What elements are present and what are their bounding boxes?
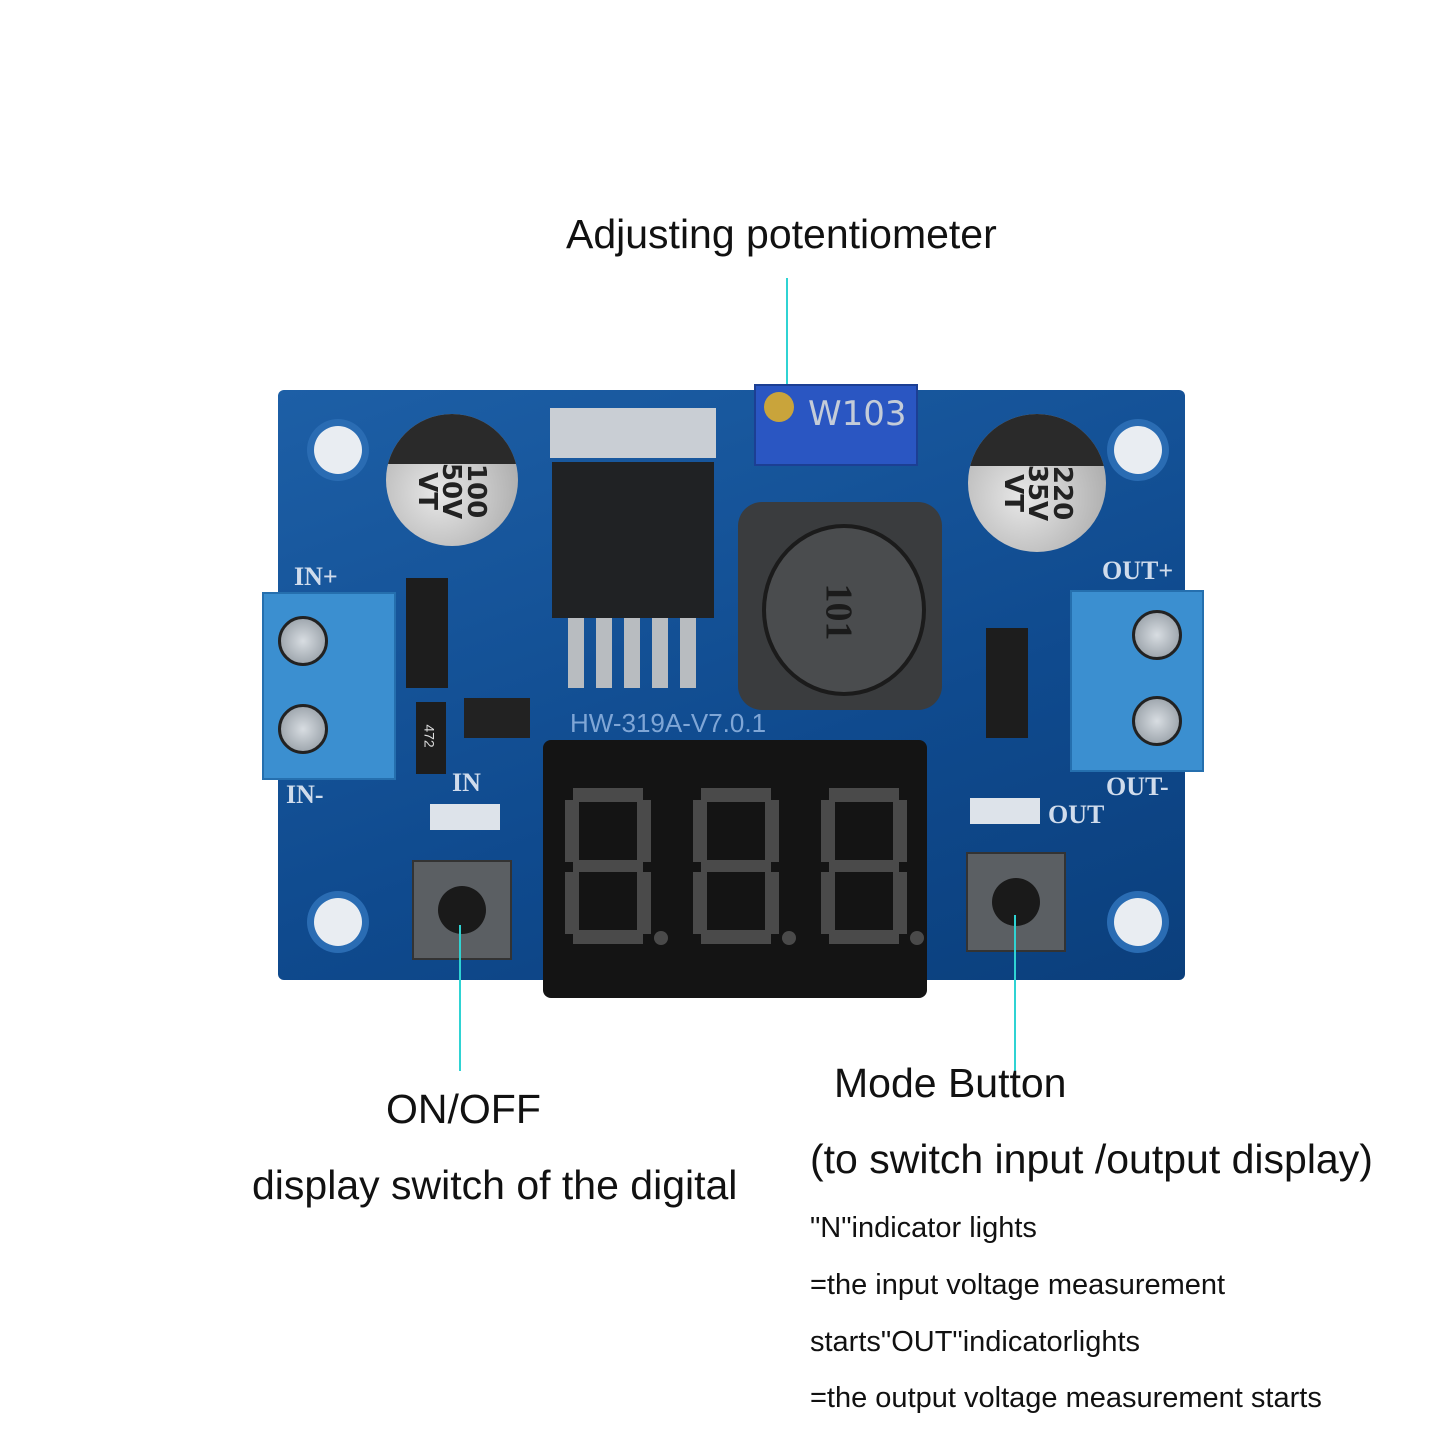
out-plus-label: OUT+ [1102,556,1174,585]
digit-2 [693,788,796,945]
output-capacitor: 220 35V VT [968,414,1106,552]
seven-segment-display [543,740,927,998]
digit-3 [821,788,924,945]
input-diode [406,578,448,688]
input-capacitor-value: 100 [461,463,492,519]
potentiometer-pointer-line [786,278,788,396]
in-indicator-led [430,804,500,830]
output-capacitor-value: 220 [1047,465,1078,521]
potentiometer-label: Adjusting potentiometer [566,211,997,257]
inductor-code: 101 [817,583,860,641]
on-off-button-knob[interactable] [438,886,486,934]
inductor: 101 [738,502,942,710]
output-diode [986,628,1028,738]
display-digits [565,788,924,945]
input-minus-screw[interactable] [278,704,328,754]
regulator-tab [550,408,716,458]
output-capacitor-voltage: 35V [1022,464,1053,522]
output-minus-screw[interactable] [1132,696,1182,746]
pcb-board: 100 50V VT 220 35V VT W103 101 472 [262,384,1204,998]
output-plus-screw[interactable] [1132,610,1182,660]
mode-description: (to switch input /output display) [810,1136,1373,1182]
on-off-pointer-line [459,925,461,1071]
note-line: starts"OUT"indicatorlights [810,1326,1141,1358]
potentiometer-screw-icon[interactable] [764,392,794,422]
on-off-button[interactable] [412,860,512,960]
board-model: HW-319A-V7.0.1 [570,708,767,738]
note-line: =the input voltage measurement [810,1269,1226,1301]
regulator-ic [552,462,714,618]
mount-hole [1114,898,1162,946]
out-indicator-led [970,798,1040,824]
input-terminal-block [262,592,396,780]
input-capacitor: 100 50V VT [386,414,518,546]
input-capacitor-voltage: 50V [436,462,467,520]
transistor [464,698,530,738]
on-off-title: ON/OFF [386,1086,541,1132]
regulator-pins [568,618,698,688]
out-minus-label: OUT- [1106,772,1169,801]
output-terminal-block [1070,590,1204,772]
mount-hole [1114,426,1162,474]
mode-button[interactable] [966,852,1066,952]
in-minus-label: IN- [286,780,324,809]
potentiometer[interactable]: W103 [754,384,918,466]
mode-button-knob[interactable] [992,878,1040,926]
digit-1 [565,788,668,945]
out-led-label: OUT [1048,800,1105,829]
output-capacitor-series: VT [997,474,1028,512]
mode-pointer-line [1014,915,1016,1075]
mount-hole [314,426,362,474]
resistor-code: 472 [421,724,438,748]
potentiometer-code: W103 [808,394,907,434]
in-plus-label: IN+ [294,562,338,591]
note-line: "N"indicator lights [810,1212,1037,1244]
mount-hole [314,898,362,946]
on-off-description: display switch of the digital [252,1162,738,1208]
note-line: =the output voltage measurement starts [810,1382,1322,1414]
mode-title: Mode Button [834,1060,1067,1106]
input-plus-screw[interactable] [278,616,328,666]
in-led-label: IN [452,768,481,797]
resistor: 472 [416,702,446,774]
input-capacitor-series: VT [411,472,442,510]
